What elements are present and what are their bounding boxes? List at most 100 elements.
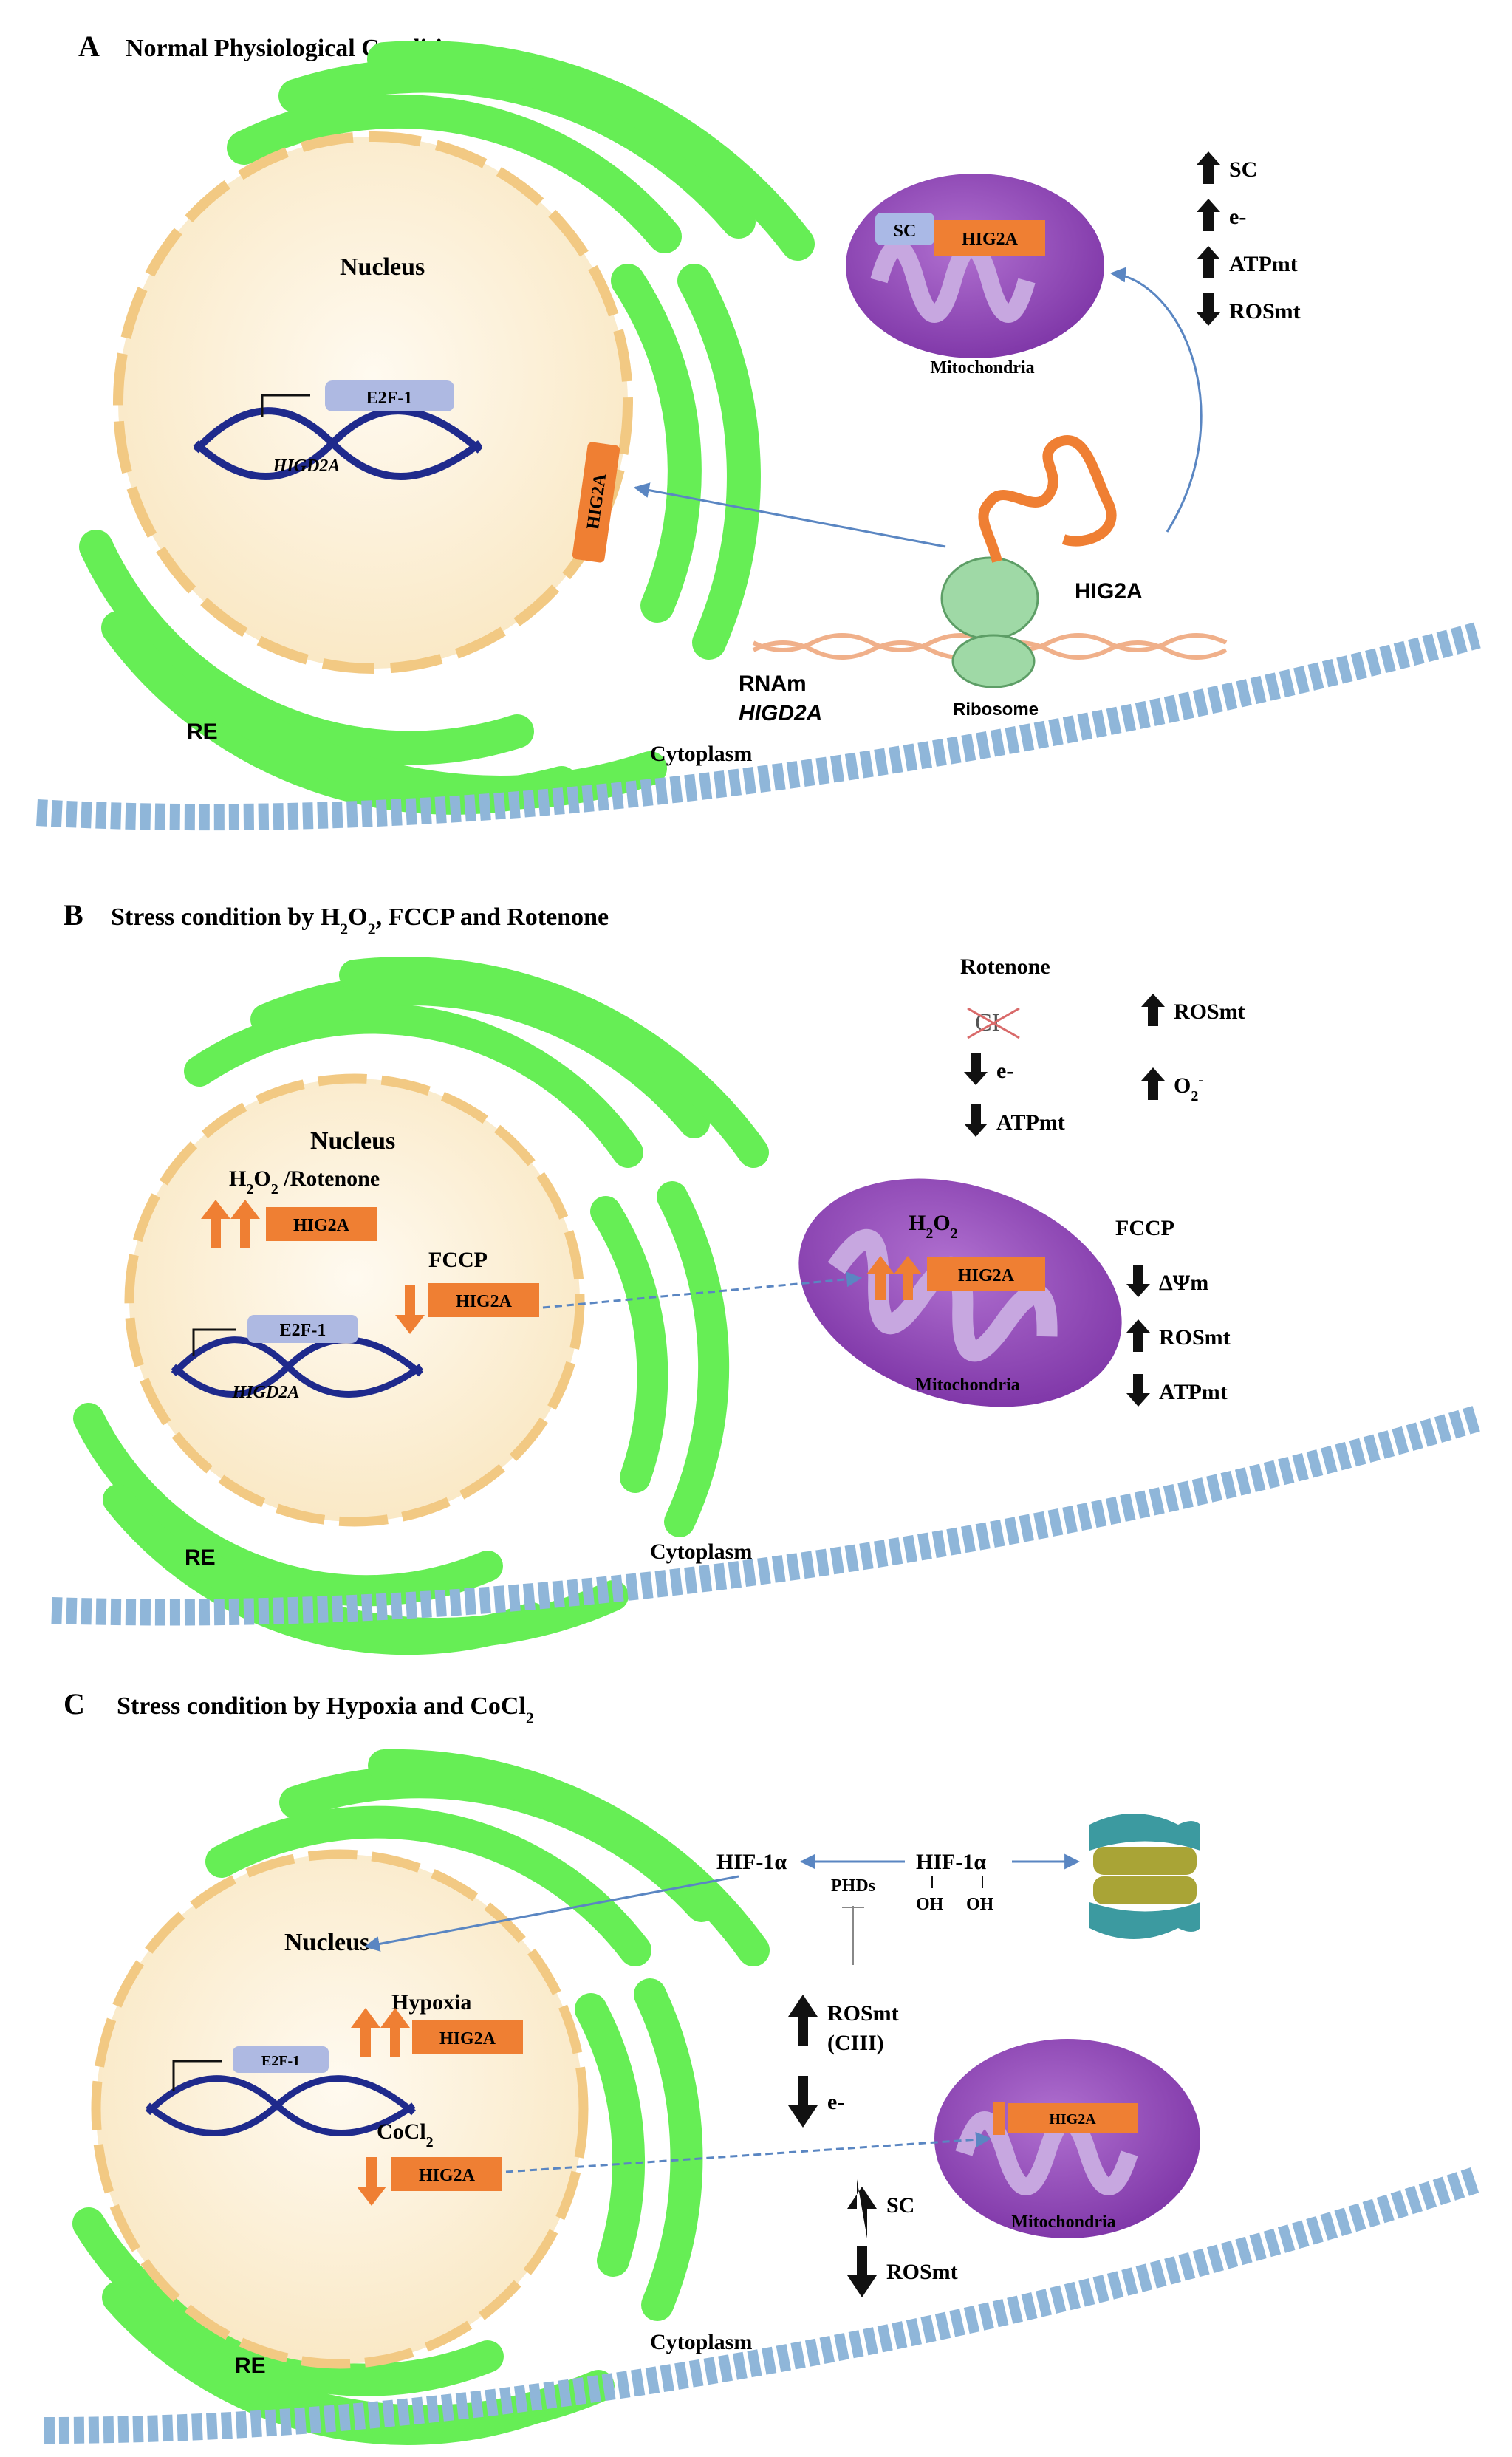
panel-c-er-label: RE: [235, 2354, 266, 2378]
dna-strand: [146, 2075, 416, 2136]
proteasome-ring: [1093, 1847, 1197, 1875]
sc-label: SC: [886, 2193, 914, 2218]
panel-c-hig2a-up: HIG2A: [351, 2008, 523, 2057]
hig2a-down-box: [391, 2157, 502, 2191]
proteasome-icon: [1089, 1814, 1200, 1939]
treatment-part: O: [253, 1166, 270, 1191]
rotenone-label: Rotenone: [960, 954, 1050, 979]
effect-label: e-: [1229, 205, 1246, 229]
gene-label: HIGD2A: [232, 1383, 300, 1402]
er-sheet: [368, 1749, 770, 1966]
er-sheet: [590, 1196, 668, 1493]
mito-treatment-sub: 2: [951, 1226, 958, 1242]
arrow-to-mito: [1109, 267, 1203, 533]
panel-b-nucleus: [124, 1073, 585, 1527]
e2f1-label: E2F-1: [366, 389, 413, 408]
proteasome-cap: [1089, 1902, 1200, 1939]
title-part: , FCCP and Rotenone: [376, 903, 609, 931]
er-sheet: [205, 685, 667, 810]
hig2a-mito-label: HIG2A: [1049, 2111, 1096, 2128]
black-up-arrow: [1141, 1067, 1165, 1100]
effect-label: ROSmt: [1159, 1325, 1231, 1350]
panel-a-dna: E2F-1 HIGD2A: [193, 380, 483, 480]
er-sheet: [575, 1993, 646, 2277]
ribosome-label: Ribosome: [953, 700, 1039, 720]
hig2a-mito-label: HIG2A: [962, 230, 1019, 249]
e2f1-box: [325, 380, 454, 411]
er-sheet: [611, 264, 702, 623]
er-sheet: [205, 1805, 651, 1966]
orange-down-arrow: [395, 1285, 425, 1334]
hig2a-mito-label: HIG2A: [958, 1266, 1015, 1285]
tss-arrow: [192, 1328, 236, 1356]
rna-label-2: HIGD2A: [739, 701, 822, 725]
cocl-part: CoCl: [377, 2119, 426, 2144]
e2f1-label: E2F-1: [280, 1321, 326, 1340]
black-up-arrow: [1197, 199, 1220, 231]
panel-c: C Stress condition by Hypoxia and CoCl2 …: [44, 1687, 1482, 2445]
rna-label-1: RNAm: [739, 672, 807, 696]
orange-down-arrow: [357, 2157, 386, 2206]
panel-c-title: Stress condition by Hypoxia and CoCl2: [117, 1692, 534, 1727]
hig2a-up-box: [266, 1207, 377, 1241]
mito-body: [934, 2039, 1200, 2238]
panel-c-mitochondria: HIG2A Mitochondria: [934, 2039, 1200, 2238]
arrow-hif-to-nucleus: [363, 1875, 739, 1952]
er-sheet: [367, 41, 815, 261]
e-minus-label: e-: [827, 2090, 844, 2114]
treatment-sub: 2: [271, 1181, 278, 1197]
effect-sub: 2: [1191, 1088, 1198, 1104]
panel-b-dna: E2F-1 HIGD2A: [171, 1315, 423, 1402]
panel-c-nucleus-label: Nucleus: [284, 1929, 369, 1956]
treatment-part: H: [229, 1166, 246, 1191]
ciii-label: (CIII): [827, 2031, 884, 2055]
plasma-membrane: [51, 1405, 1482, 1626]
panel-a-er-label: RE: [187, 720, 218, 744]
orange-up-arrow: [201, 1200, 230, 1248]
panel-b-er-label: RE: [185, 1545, 216, 1570]
panel-b-hig2a-down: HIG2A: [395, 1283, 539, 1334]
title-part: Stress condition by Hypoxia and CoCl: [117, 1692, 526, 1720]
dna-strand: [171, 1336, 423, 1398]
black-up-arrow: [1126, 1319, 1150, 1352]
er-sheet: [72, 2207, 504, 2396]
ci-cross-icon: [967, 1007, 1020, 1039]
hig2a-mito-box: [927, 1257, 1045, 1291]
er-sheet: [339, 957, 769, 1168]
mito-treatment-sub: 2: [926, 1226, 933, 1242]
panel-b-fccp-nucleus: FCCP: [428, 1248, 488, 1272]
ribosome-small: [951, 634, 1036, 688]
rosmt2-label: ROSmt: [886, 2260, 958, 2284]
panel-c-letter: C: [64, 1687, 85, 1720]
mito-label: Mitochondria: [930, 358, 1034, 377]
mito-label: Mitochondria: [915, 1376, 1019, 1395]
mito-treatment: H2O2: [909, 1211, 958, 1242]
black-down-arrow: [847, 2246, 877, 2297]
er-sheet: [250, 974, 710, 1138]
black-up-arrow: [1197, 246, 1220, 278]
panel-c-er: [72, 1749, 770, 2445]
hif-right-label: HIF-1α: [916, 1850, 986, 1874]
er-sheet: [634, 1978, 703, 2321]
er-sheet: [191, 1551, 629, 1650]
panel-a: A Normal Physiological Conditions Nucleu…: [36, 30, 1481, 831]
title-sub: 2: [526, 1709, 534, 1727]
gene-label: HIGD2A: [273, 457, 341, 476]
plasma-membrane: [36, 622, 1481, 831]
dna-strand: [193, 407, 483, 480]
orange-up-arrow: [380, 2008, 410, 2057]
arrow-nucleus-to-mito: [505, 2131, 992, 2173]
title-part: Stress condition by H: [111, 903, 340, 931]
hig2a-down-label: HIG2A: [419, 2166, 476, 2185]
cocl-sub: 2: [426, 2134, 434, 2150]
black-down-arrow: [1197, 293, 1220, 326]
black-down-arrow: [788, 2076, 818, 2128]
panel-c-dna: E2F-1: [145, 2046, 416, 2136]
hig2a-down-box: [428, 1283, 539, 1317]
black-up-arrow: [1197, 151, 1220, 184]
hig2a-up-box: [412, 2020, 523, 2054]
panel-b-title: Stress condition by H2O2, FCCP and Roten…: [111, 903, 609, 938]
